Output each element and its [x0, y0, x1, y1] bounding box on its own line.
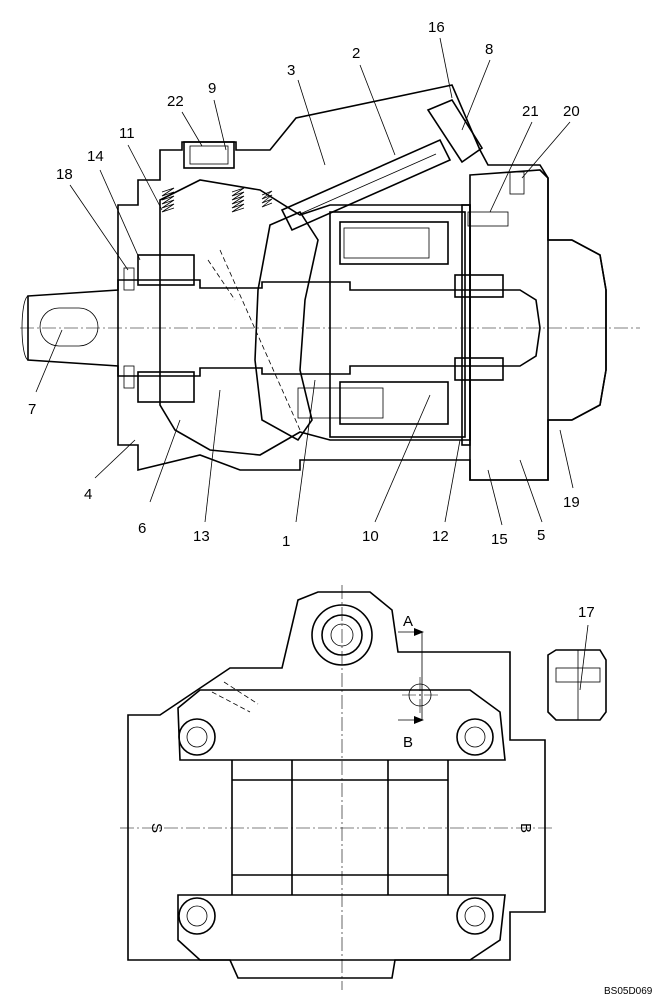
callout-12: 12	[432, 528, 449, 545]
section-label-a: A	[403, 613, 413, 630]
callout-17: 17	[578, 604, 595, 621]
bolt-bottom-right	[456, 897, 494, 935]
piston-top	[343, 227, 430, 259]
valve-plate	[461, 204, 471, 446]
section-arrow-a	[414, 628, 424, 636]
section-view	[20, 84, 640, 481]
shaft-seal-lower	[123, 365, 135, 389]
callout-8: 8	[485, 41, 493, 58]
detail-17	[547, 649, 607, 721]
rear-bearing	[454, 274, 504, 298]
callout-18: 18	[56, 166, 73, 183]
angled-port	[211, 681, 259, 713]
control-plug	[183, 141, 235, 169]
port-label-s: S	[148, 823, 165, 833]
callout-15: 15	[491, 531, 508, 548]
callout-5: 5	[537, 527, 545, 544]
end-view: A B S B	[120, 585, 555, 990]
callout-22: 22	[167, 93, 184, 110]
callout-4: 4	[84, 486, 92, 503]
control-springs	[161, 187, 273, 213]
callout-1: 1	[282, 533, 290, 550]
leader-lines	[35, 37, 589, 691]
detail-17-body	[547, 649, 607, 721]
rear-bearing-lower	[454, 357, 504, 381]
piston-bottom	[297, 387, 384, 419]
stroking-piston	[280, 138, 452, 232]
section-label-b: B	[403, 734, 413, 751]
front-bearing-lower	[137, 371, 195, 403]
housing-cavity	[159, 179, 471, 456]
port-label-b: B	[517, 823, 534, 833]
flange-ear-bottom	[177, 894, 506, 961]
shaft-keyway	[39, 307, 99, 347]
callout-2: 2	[352, 45, 360, 62]
callout-11: 11	[119, 125, 135, 142]
plug-20	[509, 171, 525, 195]
cylinder-block	[329, 211, 466, 438]
section-arrow-b	[414, 716, 424, 724]
swashplate	[254, 210, 319, 442]
cover-bolt	[467, 211, 509, 227]
callout-19: 19	[563, 494, 580, 511]
front-bearing	[137, 254, 195, 286]
bolt-top-right	[456, 718, 494, 756]
drive-shaft	[27, 279, 541, 377]
side-plug	[402, 677, 438, 713]
shaft-seal	[123, 267, 135, 291]
end-cover-boss	[548, 239, 607, 421]
flange-ear-top	[177, 689, 506, 761]
callout-20: 20	[563, 103, 580, 120]
section-line	[398, 631, 423, 721]
control-plug-thread	[189, 145, 229, 165]
callout-3: 3	[287, 62, 295, 79]
end-cover	[469, 169, 607, 481]
valve-block	[426, 99, 484, 164]
callout-14: 14	[87, 148, 104, 165]
stroking-piston-rod	[299, 153, 437, 215]
bolt-bottom-left	[178, 897, 216, 935]
callout-16: 16	[428, 19, 445, 36]
hidden-line-2	[207, 259, 236, 301]
callout-10: 10	[362, 528, 379, 545]
callout-13: 13	[193, 528, 210, 545]
callout-7: 7	[28, 401, 36, 418]
bolt-top-left	[178, 718, 216, 756]
end-view-outline	[127, 591, 546, 979]
callout-9: 9	[208, 80, 216, 97]
callout-labels: 1 2 3 4 5 6 7 8 9 10 11 12 13 14 15 16 1…	[28, 19, 595, 621]
piston-bore-bottom	[339, 381, 449, 425]
pump-housing	[117, 84, 549, 481]
callout-6: 6	[138, 520, 146, 537]
hidden-line-1	[219, 249, 301, 431]
piston-bore-top	[339, 221, 449, 265]
drawing-code: BS05D069	[604, 986, 653, 997]
callout-21: 21	[522, 103, 539, 120]
